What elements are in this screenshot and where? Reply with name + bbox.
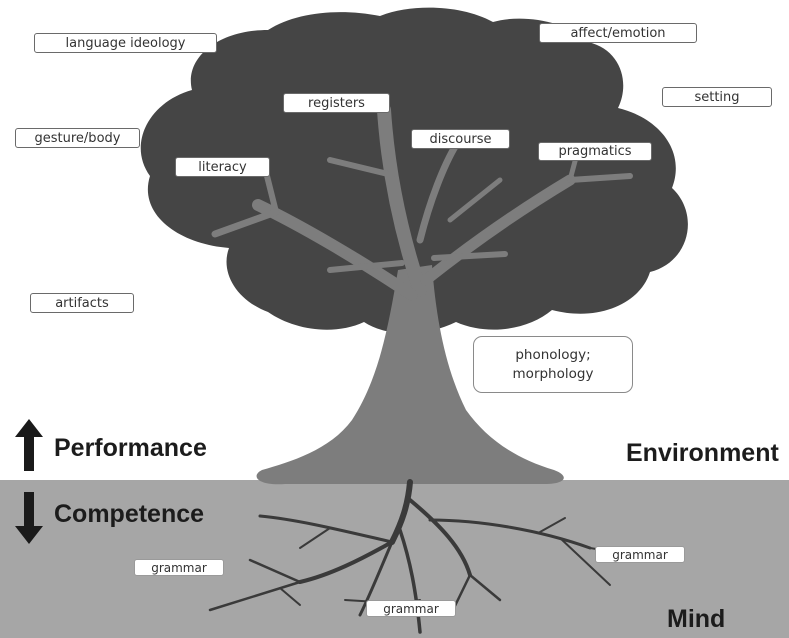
label-affect-emotion: affect/emotion	[539, 23, 697, 43]
label-setting: setting	[662, 87, 772, 107]
label-literacy: literacy	[175, 157, 270, 177]
label-phonology-morphology: phonology; morphology	[473, 336, 633, 393]
label-discourse: discourse	[411, 129, 510, 149]
label-registers: registers	[283, 93, 390, 113]
performance-label: Performance	[54, 434, 207, 462]
label-gesture-body: gesture/body	[15, 128, 140, 148]
environment-label: Environment	[626, 439, 779, 467]
arrow-up-icon	[15, 419, 43, 471]
arrow-down-icon	[15, 492, 43, 544]
tree-canopy	[140, 7, 688, 334]
label-language-ideology: language ideology	[34, 33, 217, 53]
mind-label: Mind	[667, 605, 726, 633]
label-grammar-right: grammar	[595, 546, 685, 563]
label-pragmatics: pragmatics	[538, 142, 652, 161]
label-grammar-bottom: grammar	[366, 600, 456, 617]
tree-trunk	[256, 265, 564, 485]
competence-label: Competence	[54, 500, 205, 528]
tree-branches	[211, 103, 633, 301]
label-artifacts: artifacts	[30, 293, 134, 313]
label-grammar-left: grammar	[134, 559, 224, 576]
